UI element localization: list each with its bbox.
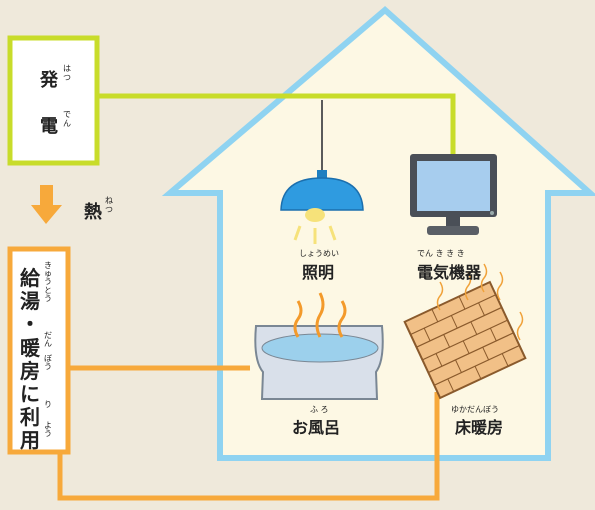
usage-char-5: に <box>20 382 40 406</box>
generation-char-2: 電 <box>40 116 58 137</box>
appliance-label: 電気機器 <box>417 263 482 282</box>
usage-char-3: 暖 <box>20 336 40 360</box>
usage-char-2: ・ <box>20 312 40 336</box>
usage-char-1: 湯 <box>20 289 40 313</box>
heat-arrow-icon <box>31 185 62 224</box>
lighting-ruby: しょうめい <box>299 249 339 258</box>
bath-ruby: ふ ろ <box>310 405 329 414</box>
floor-heating-icon <box>403 263 527 400</box>
usage-char-0: 給 <box>20 266 40 290</box>
usage-ruby-0: きゅう <box>44 261 52 286</box>
monitor-icon <box>410 154 497 235</box>
bathtub-icon <box>254 292 384 400</box>
usage-ruby-4: ぼう <box>44 354 52 371</box>
usage-char-4: 房 <box>20 359 40 383</box>
generation-ruby-1: はつ <box>63 64 71 82</box>
heat-line-floor <box>57 392 440 501</box>
usage-char-7: 用 <box>20 428 40 452</box>
generation-ruby-2: でん <box>63 110 71 128</box>
appliance-ruby: でん き き き <box>417 249 465 258</box>
usage-ruby-3: だん <box>44 331 52 348</box>
generation-box <box>7 35 100 166</box>
house-outline <box>161 6 595 461</box>
usage-ruby-6: り <box>44 400 52 409</box>
lamp-icon <box>280 100 364 244</box>
bath-label: お風呂 <box>292 418 341 437</box>
electricity-line <box>97 93 456 156</box>
usage-ruby-7: よう <box>44 421 52 438</box>
heat-label: 熱 <box>84 202 102 223</box>
usage-char-6: 利 <box>20 405 40 429</box>
lighting-label: 照明 <box>302 263 335 282</box>
heat-usage-box <box>7 246 71 455</box>
floor-heating-ruby: ゆかだんぼう <box>451 405 499 414</box>
usage-ruby-1: とう <box>44 286 52 303</box>
generation-char-1: 発 <box>40 70 58 91</box>
heat-ruby: ねつ <box>105 196 113 214</box>
floor-heating-label: 床暖房 <box>455 418 504 437</box>
